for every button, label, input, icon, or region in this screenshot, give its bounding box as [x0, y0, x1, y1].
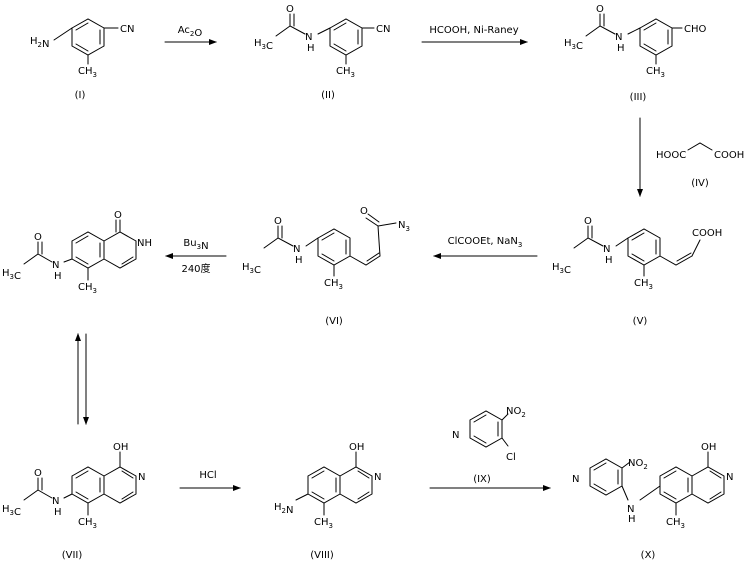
compound-iv-label: (IV) [691, 178, 709, 189]
acetyl-methyl-label: H3C [2, 504, 21, 518]
compound-ii-structure: CN N H O H3C CH3 [254, 4, 390, 79]
compound-v-label: (V) [633, 316, 648, 327]
ring-n-label: N [374, 472, 381, 483]
isoquinolinone-structure: O NH N H O H3C CH3 [2, 210, 152, 295]
aldehyde-label: CHO [684, 24, 707, 35]
carbonyl-o-label: O [34, 232, 42, 243]
compound-ii-label: (II) [321, 90, 335, 101]
acetyl-methyl-label: H3C [2, 268, 21, 282]
reagent-temperature: 240度 [181, 262, 210, 275]
methyl-label: CH3 [666, 517, 685, 530]
amide-n-label: N [293, 244, 300, 255]
reagent-ac2o: Ac2O [178, 25, 203, 39]
amine-n-label: N [627, 504, 634, 515]
methyl-label: CH3 [336, 66, 355, 79]
methyl-label: CH3 [634, 278, 653, 291]
methyl-label: CH3 [78, 282, 97, 295]
compound-iii-structure: CHO N H O H3C CH3 [564, 4, 707, 79]
compound-vii-label: (VII) [62, 550, 83, 561]
methyl-label: CH3 [78, 66, 97, 79]
carbonyl-o-label: O [596, 4, 604, 15]
compound-i-structure: CN H2N CH3 [30, 18, 134, 79]
lactam-o-label: O [114, 210, 122, 221]
amide-h-label: H [307, 43, 315, 54]
nitro-label: NO2 [506, 406, 526, 419]
compound-i-label: (I) [75, 90, 86, 101]
amide-n-label: N [305, 32, 312, 43]
amide-n-label: N [52, 260, 59, 271]
carbonyl-o-label: O [34, 468, 42, 479]
amide-h-label: H [605, 255, 613, 266]
compound-iii-label: (III) [630, 92, 647, 103]
compound-viii-label: (VIII) [310, 550, 334, 561]
amide-h-label: H [617, 43, 625, 54]
methyl-label: CH3 [324, 278, 343, 291]
reagent-hcooh-raney: HCOOH, Ni-Raney [429, 25, 518, 36]
compound-v-structure: COOH N H O H3C CH3 [552, 216, 722, 291]
compound-vi-structure: O N3 N H O H3C CH3 [242, 206, 410, 291]
carboxyl-label: COOH [692, 228, 722, 239]
azide-label: N3 [398, 220, 410, 233]
reagent-bu3n: Bu3N [183, 238, 208, 252]
reagent-hcl: HCl [199, 470, 216, 481]
amide-n-label: N [615, 32, 622, 43]
amide-h-label: H [54, 271, 62, 282]
nitro-label: NO2 [628, 458, 648, 471]
amine-h-label: H [628, 514, 636, 525]
amide-n-label: N [603, 244, 610, 255]
cyano-label: CN [376, 24, 390, 35]
amide-h-label: H [54, 507, 62, 518]
hydroxyl-label: OH [113, 442, 128, 453]
acetyl-methyl-label: H3C [564, 38, 583, 52]
acetyl-methyl-label: H3C [242, 262, 261, 276]
carboxyl-right-label: COOH [714, 150, 744, 161]
amino-label: H2N [274, 502, 293, 516]
methyl-label: CH3 [314, 517, 333, 530]
azide-carbonyl-o-label: O [360, 206, 368, 217]
compound-iv-structure: HOOC COOH [656, 142, 744, 161]
acetyl-methyl-label: H3C [552, 262, 571, 276]
carbonyl-o-label: O [584, 216, 592, 227]
acetyl-methyl-label: H3C [254, 38, 273, 52]
hydroxyl-label: OH [349, 442, 364, 453]
compound-x-label: (X) [641, 550, 656, 561]
carboxyl-left-label: HOOC [656, 150, 686, 161]
amide-h-label: H [295, 255, 303, 266]
compound-vii-structure: OH N N H O H3C CH3 [2, 442, 145, 530]
carbonyl-o-label: O [286, 4, 294, 15]
amino-label: H2N [30, 36, 49, 50]
amide-n-label: N [52, 496, 59, 507]
reagent-clcooet-nan3: ClCOOEt, NaN3 [448, 236, 523, 249]
ring-n-label: N [138, 472, 145, 483]
ring-n-label: N [726, 472, 733, 483]
compound-ix-label: (IX) [473, 474, 491, 485]
cyano-label: CN [120, 24, 134, 35]
pyridine-n-label: N [452, 430, 459, 441]
methyl-label: CH3 [78, 517, 97, 530]
lactam-nh-label: NH [137, 238, 152, 249]
compound-x-structure: N NO2 N H OH N CH3 [572, 442, 733, 530]
compound-viii-structure: OH N H2N CH3 [274, 442, 381, 530]
methyl-label: CH3 [646, 66, 665, 79]
chloro-label: Cl [506, 452, 516, 463]
carbonyl-o-label: O [274, 216, 282, 227]
hydroxyl-label: OH [701, 442, 716, 453]
compound-vi-label: (VI) [325, 316, 343, 327]
compound-ix-structure: N NO2 Cl [452, 406, 526, 463]
pyridine-n-label: N [572, 474, 579, 485]
